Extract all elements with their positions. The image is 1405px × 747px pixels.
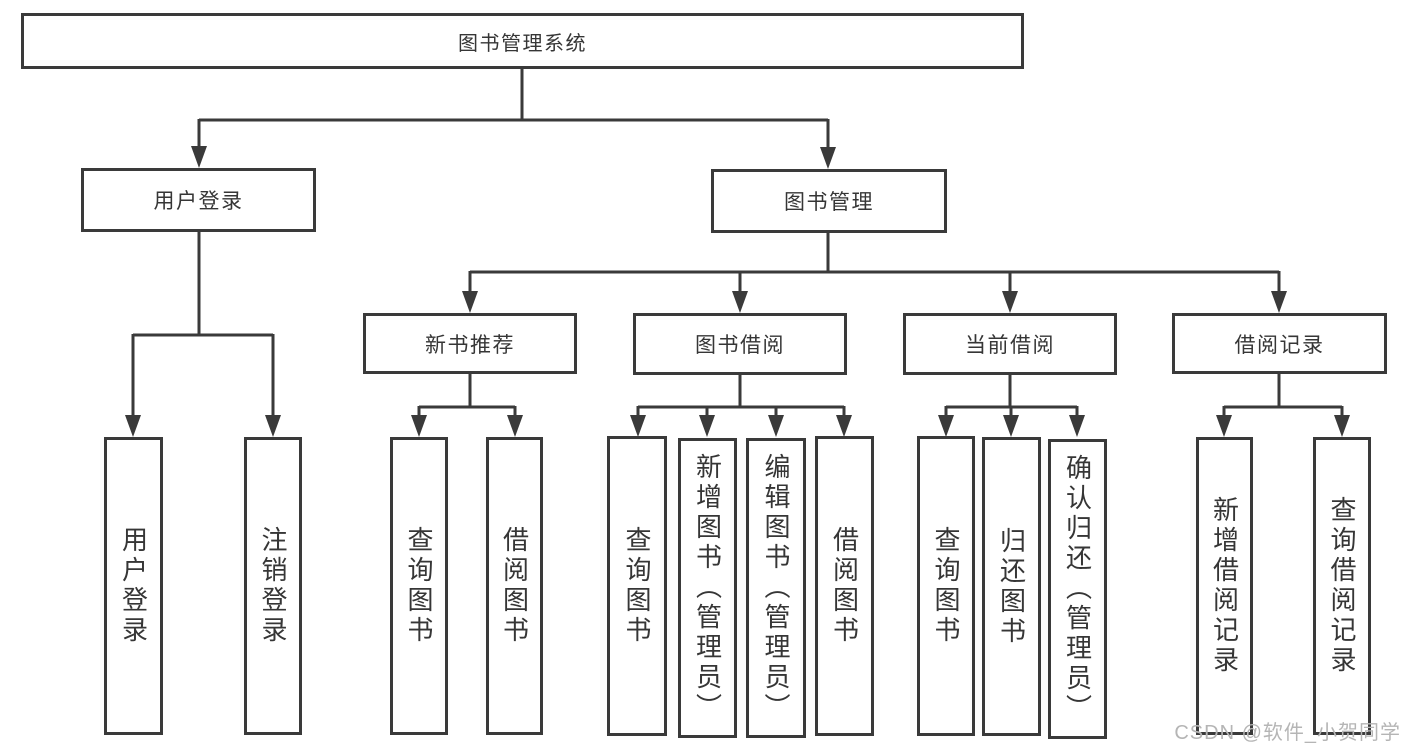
node-label: 编辑图书（管理员） — [761, 453, 791, 723]
node-label: 归还图书 — [996, 526, 1027, 647]
node-user-login: 用户登录 — [81, 168, 316, 232]
node-borrowing-records: 借阅记录 — [1172, 313, 1387, 374]
node-book-borrowing: 图书借阅 — [633, 313, 847, 375]
node-confirm-return-admin: 确认归还（管理员） — [1048, 439, 1107, 739]
node-query-books-borrow: 查询图书 — [607, 436, 667, 736]
node-query-borrow-record: 查询借阅记录 — [1313, 437, 1371, 735]
node-user-login-leaf: 用户登录 — [104, 437, 163, 735]
node-label: 借阅图书 — [499, 526, 530, 646]
node-label: 用户登录 — [118, 526, 149, 646]
node-label: 图书管理 — [784, 191, 874, 214]
node-label: 查询图书 — [931, 526, 961, 646]
node-label: 查询图书 — [404, 526, 434, 646]
edge-newbook-to-children — [417, 374, 517, 421]
node-label: 注销登录 — [258, 526, 288, 646]
node-label: 图书借阅 — [695, 334, 785, 357]
node-label: 借阅图书 — [829, 526, 860, 646]
edge-bookborrow-to-children — [636, 375, 846, 421]
node-label: 新增图书（管理员） — [692, 453, 723, 723]
edge-userlogin-to-children — [131, 232, 275, 419]
node-new-book-recommendation: 新书推荐 — [363, 313, 577, 374]
tree-edges — [131, 69, 1344, 421]
node-label: 新增借阅记录 — [1209, 496, 1240, 676]
node-query-books-current: 查询图书 — [917, 436, 975, 736]
edge-bookmgmt-to-level3 — [468, 233, 1281, 296]
edge-root-to-level2 — [197, 69, 830, 151]
node-logout: 注销登录 — [244, 437, 302, 735]
node-add-book-admin: 新增图书（管理员） — [678, 438, 737, 738]
node-query-books-recommend: 查询图书 — [390, 437, 448, 735]
node-add-borrow-record: 新增借阅记录 — [1196, 437, 1253, 735]
node-book-management: 图书管理 — [711, 169, 947, 233]
node-label: 确认归还（管理员） — [1062, 454, 1093, 724]
node-label: 查询借阅记录 — [1327, 496, 1357, 676]
node-label: 借阅记录 — [1234, 333, 1325, 357]
node-borrow-books-recommend: 借阅图书 — [486, 437, 543, 735]
node-label: 图书管理系统 — [458, 32, 587, 55]
node-label: 查询图书 — [622, 526, 652, 646]
node-label: 当前借阅 — [965, 334, 1055, 357]
node-label: 用户登录 — [153, 190, 244, 213]
node-return-book: 归还图书 — [982, 437, 1041, 736]
node-edit-book-admin: 编辑图书（管理员） — [746, 438, 806, 738]
node-library-management-system: 图书管理系统 — [21, 13, 1024, 69]
edge-borrowrecords-to-children — [1222, 374, 1344, 421]
node-label: 新书推荐 — [425, 333, 515, 357]
node-borrow-books-leaf: 借阅图书 — [815, 436, 874, 736]
arrowheads — [125, 146, 1350, 437]
node-current-borrowing: 当前借阅 — [903, 313, 1117, 375]
edge-currentborrow-to-children — [944, 375, 1079, 421]
csdn-watermark: CSDN @软件_小贺同学 — [1174, 722, 1401, 744]
